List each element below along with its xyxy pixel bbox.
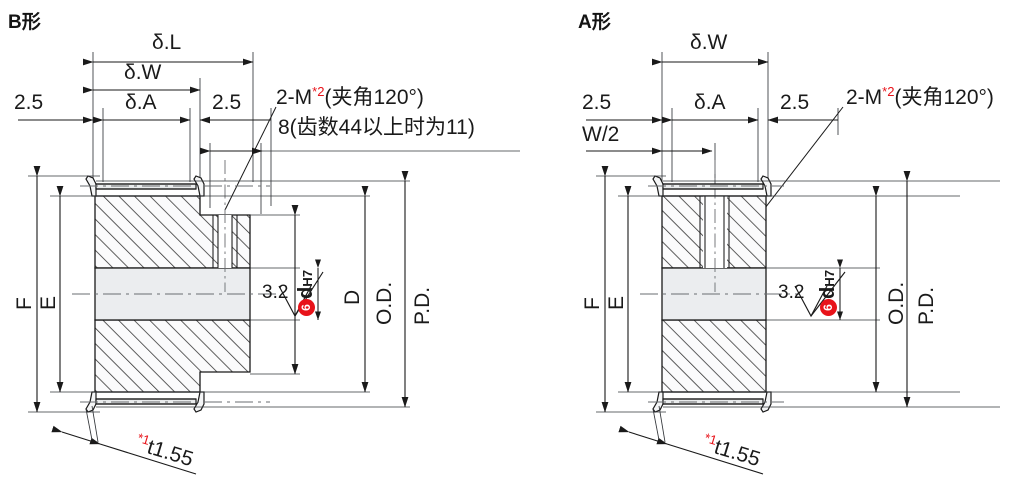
dim-label-PD-a: P.D. — [915, 286, 938, 325]
axis-centerline-a — [640, 185, 800, 403]
tap-suffix-a: (夹角120°) — [894, 86, 994, 109]
ref-lines-b — [96, 180, 410, 408]
flange-thickness-leader-b — [51, 405, 197, 475]
tap-callout-a: 2-M*2(夹角120°) — [846, 84, 994, 111]
dim-label-delta-W-a: δ.W — [690, 31, 728, 54]
tap-suffix: (夹角120°) — [324, 86, 424, 109]
bore-badge-b: 6 — [298, 299, 316, 316]
dim-label-OD-a: O.D. — [885, 281, 908, 325]
dim-label-delta-W-b: δ.W — [124, 61, 162, 84]
dim-label-left-clearance-b: 2.5 — [14, 91, 44, 114]
tapped-hole-a — [699, 196, 730, 268]
surface-finish-label-a: 3.2 — [778, 282, 805, 303]
dim-label-right-clearance-a: 2.5 — [780, 91, 810, 114]
tap-star-a: *2 — [882, 84, 895, 99]
dim-label-E-b: E — [37, 295, 60, 310]
dim-label-delta-A-b: δ.A — [125, 91, 157, 114]
surface-finish-symbol-a — [794, 271, 846, 318]
dim-label-right-clearance-b: 2.5 — [212, 91, 242, 114]
view-a-geometry — [586, 52, 1000, 475]
tap-star: *2 — [312, 84, 325, 99]
dim-label-OD-b: O.D. — [373, 281, 396, 325]
dim-label-delta-A-a: δ.A — [694, 91, 726, 114]
ref-lines-a — [663, 180, 1000, 408]
tap-prefix-a: 2-M — [846, 86, 883, 109]
view-a-title: A形 — [578, 12, 611, 33]
tap-prefix: 2-M — [276, 86, 313, 109]
dim-label-left-clearance-a: 2.5 — [582, 91, 612, 114]
dim-label-F-b: F — [13, 297, 36, 310]
tap-callout-b: 2-M*2(夹角120°) — [276, 84, 424, 111]
dim-label-half-width-a: W/2 — [582, 123, 620, 146]
bore-callout-b: 6dH7 — [295, 270, 317, 316]
axis-centerline-b — [72, 185, 282, 403]
dim-label-PD-b: P.D. — [411, 286, 434, 325]
flange-top-b — [85, 175, 205, 197]
view-b-geometry — [18, 52, 520, 475]
flange-thickness-leader-a — [618, 405, 764, 475]
dim-label-delta-L-b: δ.L — [152, 31, 182, 54]
surface-finish-label-b: 3.2 — [262, 282, 289, 303]
dim-label-D-b: D — [341, 289, 364, 305]
depth-callout-b: 8(齿数44以上时为11) — [278, 116, 475, 139]
bore-callout-a: 6dH7 — [817, 270, 839, 316]
pulley-body-b — [94, 195, 251, 393]
dim-label-F-a: F — [581, 297, 604, 310]
bore-badge-a: 6 — [820, 299, 838, 316]
dim-label-E-a: E — [605, 295, 628, 310]
view-b-title: B形 — [8, 12, 41, 33]
